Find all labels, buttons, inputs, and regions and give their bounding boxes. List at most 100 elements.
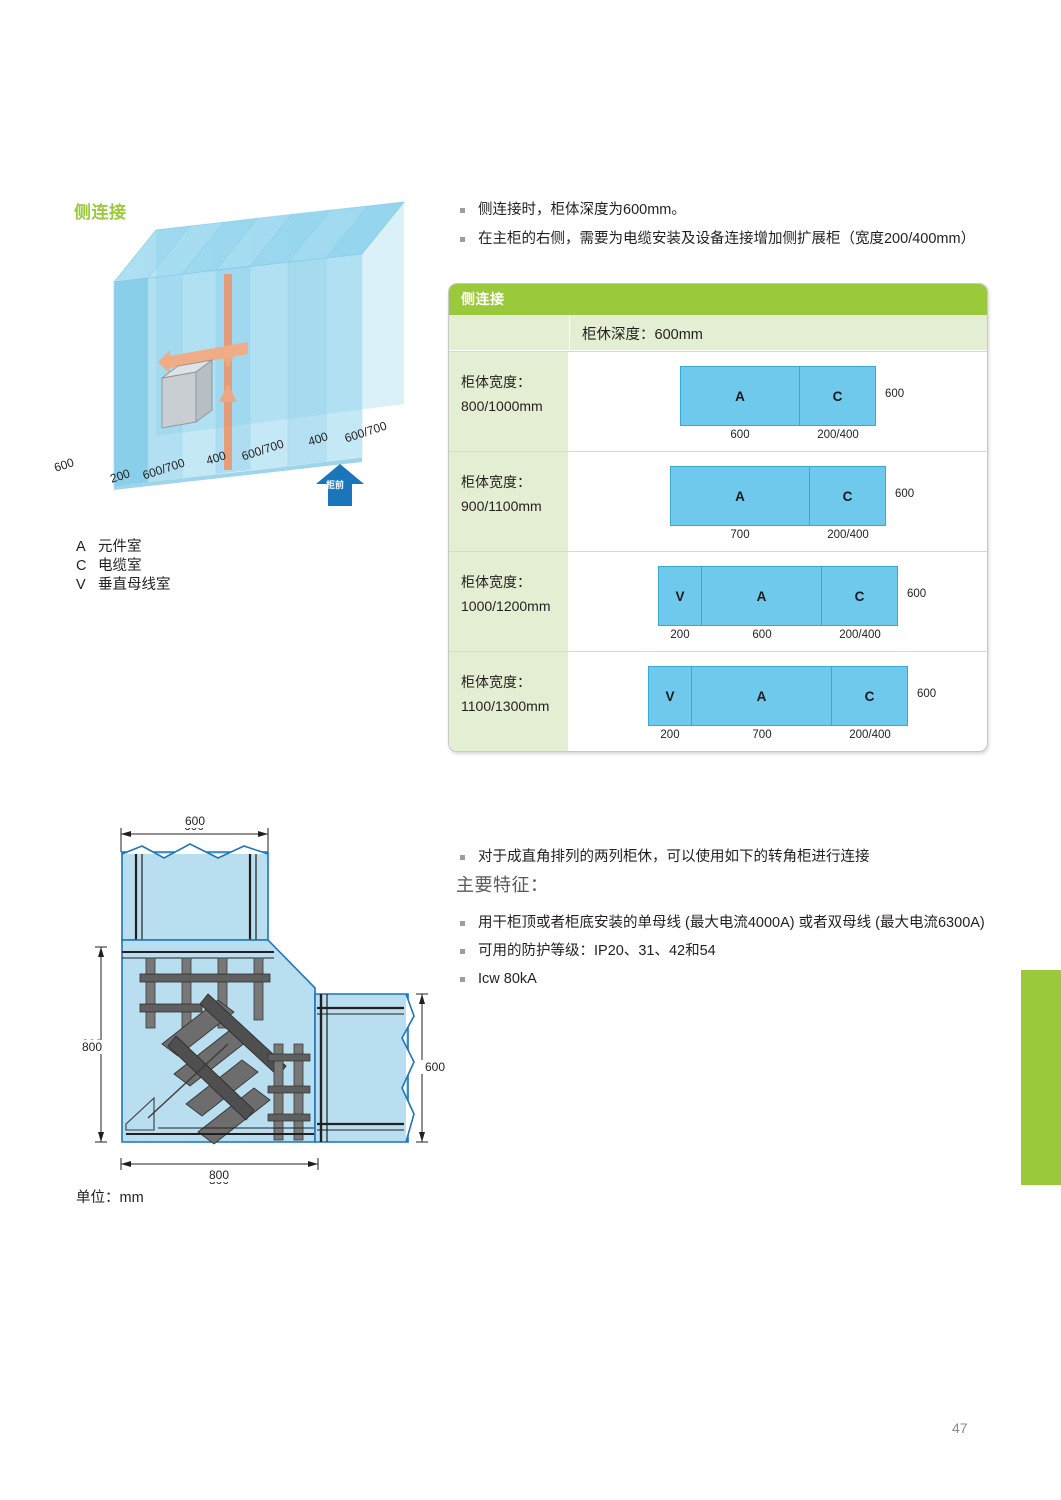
compartment-box-a: A <box>692 666 832 726</box>
cabinet-front-arrow: 柜前 <box>314 462 366 508</box>
table-row-label-line1: 柜体宽度： <box>461 474 531 490</box>
horizontal-busbar-arrow <box>158 342 248 374</box>
dimension-label-600-left: 600 <box>52 455 76 475</box>
compartment-legend: A 元件室 C 电缆室 V 垂直母线室 <box>76 538 171 595</box>
corner-cabinet-drawing: 600 800 800 600 600 800 800 600 <box>74 812 452 1212</box>
section-side-tab <box>1021 970 1061 1185</box>
table-row-diagram-cell: V A C 200 600 200/400 600 <box>569 552 987 651</box>
top-bullet-2: 在主柜的右侧，需要为电缆安装及设备连接增加侧扩展柜（宽度200/400mm） <box>456 227 984 252</box>
corner-dim-top: 600 <box>176 814 214 828</box>
table-subheader-spacer <box>449 315 570 350</box>
table-header: 侧连接 <box>449 284 987 315</box>
table-row: 柜体宽度： 1000/1200mm V A C 200 600 200/400 … <box>449 551 987 651</box>
compartment-box-a: A <box>680 366 800 426</box>
legend-label-c: 电缆室 <box>98 558 142 574</box>
compartment-width-c: 200/400 <box>817 429 859 441</box>
bottom-bullet-list: 对于成直角排列的两列柜休，可以使用如下的转角柜进行连接 主要特征： 用干柜顶或者… <box>456 845 996 995</box>
compartment-depth-label: 600 <box>885 388 905 400</box>
compartment-diagram: A C 700 200/400 600 <box>670 466 914 541</box>
compartment-width-a: 600 <box>752 629 772 641</box>
compartment-depth-label: 600 <box>895 488 915 500</box>
unit-note: 单位：mm <box>76 1190 144 1206</box>
compartment-box-c: C <box>832 666 908 726</box>
compartment-width-labels: 600 200/400 <box>680 429 876 441</box>
table-subheader-row: 柜休深度：600mm <box>449 315 987 351</box>
cabinet-top-faces <box>113 201 405 283</box>
table-row-label-line2: 900/1100mm <box>461 498 542 514</box>
compartment-width-c: 200/400 <box>849 729 891 741</box>
bottom-bullet-intro: 对于成直角排列的两列柜休，可以使用如下的转角柜进行连接 <box>456 845 996 869</box>
feature-item-ip-rating: 可用的防护等级：IP20、31、42和54 <box>456 939 996 963</box>
compartment-width-labels: 200 600 200/400 <box>658 629 898 641</box>
table-row-label-line2: 800/1000mm <box>461 398 543 414</box>
table-subheader-depth: 柜休深度：600mm <box>582 327 703 343</box>
compartment-width-a: 700 <box>752 729 772 741</box>
compartment-box-a: A <box>702 566 822 626</box>
legend-item-v: V 垂直母线室 <box>76 576 171 595</box>
table-row: 柜体宽度： 900/1100mm A C 700 200/400 600 <box>449 451 987 551</box>
cabinet-3d-illustration: 600 200 600/700 400 600/700 400 600/700 … <box>52 190 446 520</box>
legend-key-c: C <box>76 558 87 574</box>
top-bullet-list: 侧连接时，柜体深度为600mm。 在主柜的右侧，需要为电缆安装及设备连接增加侧扩… <box>456 198 984 256</box>
legend-item-c: C 电缆室 <box>76 557 171 576</box>
table-row-label: 柜体宽度： 900/1100mm <box>449 452 569 551</box>
compartment-box-a: A <box>670 466 810 526</box>
compartment-box-c: C <box>800 366 876 426</box>
corner-dim-right: 600 <box>418 1060 452 1074</box>
compartment-diagram: V A C 200 700 200/400 600 <box>648 666 936 741</box>
compartment-bars: V A C <box>658 566 898 626</box>
feature-item-busbar: 用干柜顶或者柜底安装的单母线 (最大电流4000A) 或者双母线 (最大电流63… <box>456 911 996 935</box>
compartment-width-v: 200 <box>660 729 680 741</box>
feature-item-icw: Icw 80kA <box>456 967 996 991</box>
compartment-width-a: 600 <box>730 429 750 441</box>
table-row-label-line2: 1100/1300mm <box>461 698 550 714</box>
legend-item-a: A 元件室 <box>76 538 171 557</box>
compartment-bars: A C <box>670 466 886 526</box>
table-row-label-line1: 柜体宽度： <box>461 574 531 590</box>
features-heading: 主要特征： <box>456 875 549 895</box>
busbar-assembly <box>125 957 311 1145</box>
compartment-width-labels: 200 700 200/400 <box>648 729 908 741</box>
compartment-box-v: V <box>658 566 702 626</box>
table-row: 柜体宽度： 800/1000mm A C 600 200/400 600 <box>449 351 987 451</box>
page-number: 47 <box>952 1420 968 1436</box>
legend-label-a: 元件室 <box>98 539 142 555</box>
compartment-width-c: 200/400 <box>839 629 881 641</box>
table-row-label-line2: 1000/1200mm <box>461 598 551 614</box>
compartment-box-c: C <box>822 566 898 626</box>
compartment-bars: V A C <box>648 666 908 726</box>
compartment-box-c: C <box>810 466 886 526</box>
compartment-width-labels: 700 200/400 <box>670 529 886 541</box>
device-block <box>161 359 213 429</box>
table-row-label: 柜体宽度： 800/1000mm <box>449 352 569 451</box>
table-row-label-line1: 柜体宽度： <box>461 374 531 390</box>
compartment-width-v: 200 <box>670 629 690 641</box>
table-row-diagram-cell: A C 700 200/400 600 <box>569 452 987 551</box>
compartment-bars: A C <box>680 366 876 426</box>
table-row-label: 柜体宽度： 1100/1300mm <box>449 652 569 751</box>
compartment-box-v: V <box>648 666 692 726</box>
legend-key-a: A <box>76 539 86 555</box>
corner-dim-left: 800 <box>74 1040 110 1054</box>
cabinet-front-arrow-label: 柜前 <box>326 480 345 490</box>
table-row: 柜体宽度： 1100/1300mm V A C 200 700 200/400 … <box>449 651 987 751</box>
top-bullet-1: 侧连接时，柜体深度为600mm。 <box>456 198 984 223</box>
page-title: 侧连接 <box>74 203 127 222</box>
compartment-diagram: V A C 200 600 200/400 600 <box>658 566 926 641</box>
table-row-label: 柜体宽度： 1000/1200mm <box>449 552 569 651</box>
table-row-diagram-cell: A C 600 200/400 600 <box>569 352 987 451</box>
cabinet-left-face <box>113 277 149 487</box>
compartment-width-a: 700 <box>730 529 750 541</box>
table-row-diagram-cell: V A C 200 700 200/400 600 <box>569 652 987 751</box>
table-row-label-line1: 柜体宽度： <box>461 674 531 690</box>
compartment-width-c: 200/400 <box>827 529 869 541</box>
compartment-depth-label: 600 <box>907 588 927 600</box>
legend-key-v: V <box>76 577 86 593</box>
right-cabinet-body <box>314 993 415 1143</box>
upper-cabinet-body <box>121 843 269 941</box>
compartment-diagram: A C 600 200/400 600 <box>680 366 904 441</box>
legend-label-v: 垂直母线室 <box>98 577 171 593</box>
compartment-depth-label: 600 <box>917 688 937 700</box>
corner-dim-bottom: 800 <box>200 1168 238 1182</box>
side-connection-table: 侧连接 柜休深度：600mm 柜体宽度： 800/1000mm A C 600 … <box>448 283 988 752</box>
